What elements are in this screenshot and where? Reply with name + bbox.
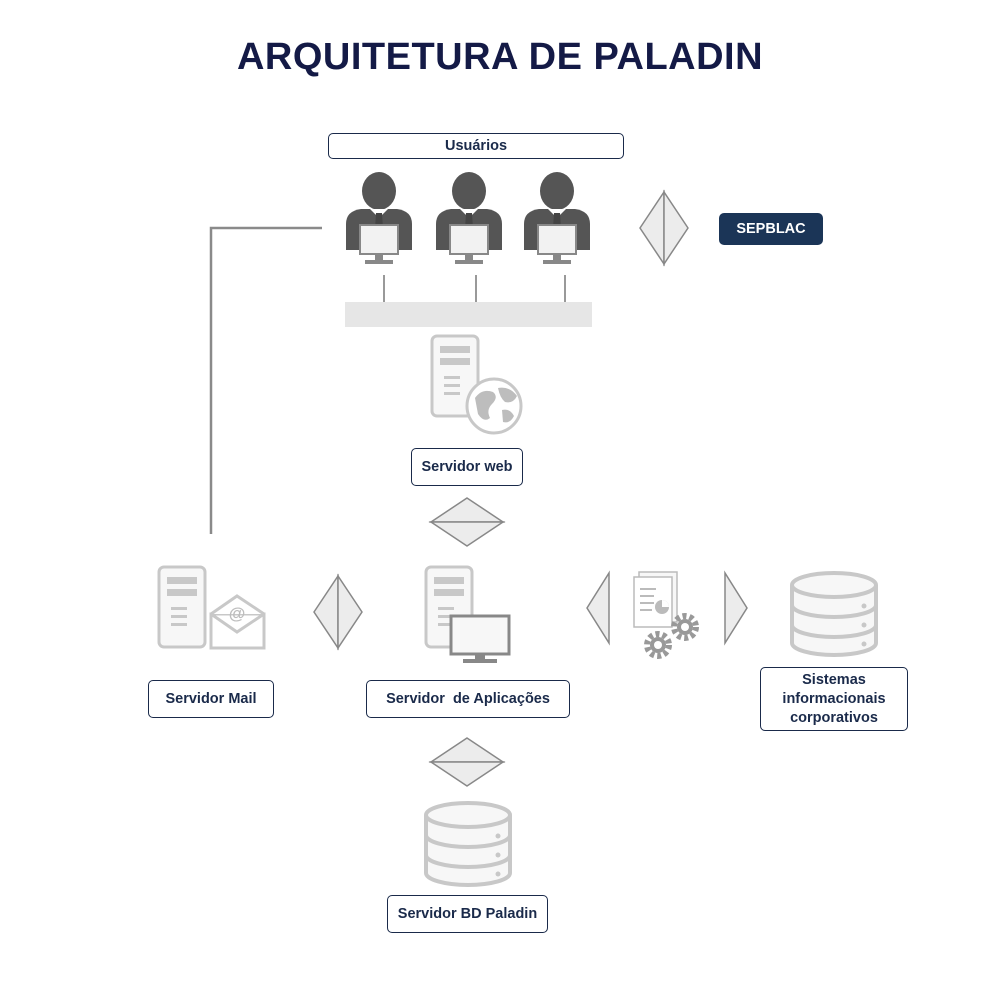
database-icon	[790, 571, 878, 657]
user-at-computer-icon	[345, 171, 591, 265]
arrow-right-icon	[724, 570, 748, 646]
mail-server-icon: @	[157, 565, 266, 650]
bidirectional-arrow-icon	[313, 573, 363, 651]
svg-text:@: @	[229, 604, 246, 623]
sistemas-line-1: Sistemas	[802, 671, 866, 688]
bidirectional-arrow-icon	[428, 737, 506, 787]
bidirectional-arrow-icon	[639, 189, 689, 267]
mail-connector-line	[209, 226, 322, 534]
node-sepblac: SEPBLAC	[719, 213, 823, 245]
sistemas-line-2: informacionais	[782, 690, 886, 707]
diagram-title: ARQUITETURA DE PALADIN	[236, 36, 764, 78]
node-servidor-aplicacoes-text: Servidor de Aplicações	[386, 690, 550, 707]
node-servidor-web: Servidor web	[411, 448, 523, 486]
node-servidor-bd: Servidor BD Paladin	[387, 895, 548, 933]
network-bar	[345, 302, 592, 327]
bidirectional-arrow-icon	[428, 497, 506, 547]
application-server-icon	[424, 565, 511, 663]
database-icon	[424, 801, 512, 887]
arrow-left-icon	[586, 570, 610, 646]
node-servidor-mail: Servidor Mail	[148, 680, 274, 718]
reports-gears-icon	[633, 571, 696, 656]
web-server-globe-icon	[430, 334, 523, 435]
node-servidor-aplicacoes: Servidor de Aplicações	[366, 680, 570, 718]
network-drop-lines	[383, 275, 566, 303]
node-sistemas-informacionais: Sistemas informacionais corporativos	[760, 667, 908, 731]
node-usuarios: Usuários	[328, 133, 624, 159]
sistemas-line-3: corporativos	[790, 709, 878, 726]
